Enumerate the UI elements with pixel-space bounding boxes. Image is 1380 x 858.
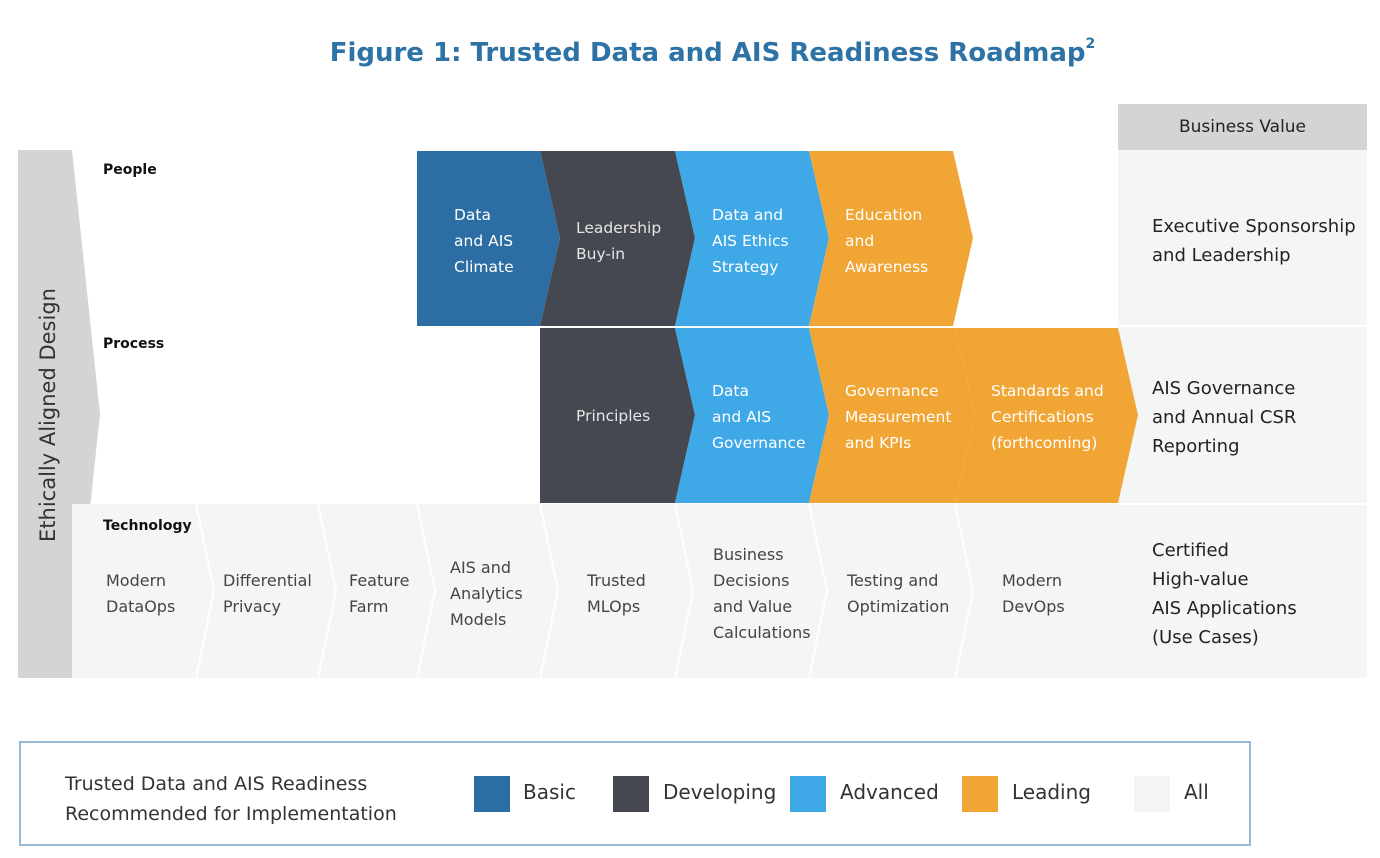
technology-step-5-text: Trusted MLOps — [587, 571, 646, 616]
figure-title-text: Figure 1: Trusted Data and AIS Readiness… — [329, 38, 1086, 68]
legend-label-advanced: Advanced — [840, 780, 939, 804]
legend-label-basic: Basic — [523, 780, 576, 804]
tech-separator — [954, 503, 975, 679]
process-chevron-3 — [809, 328, 975, 503]
legend-swatch-leading — [962, 776, 998, 812]
legend-label-leading: Leading — [1012, 780, 1091, 804]
tech-separator — [317, 503, 338, 679]
tech-separator — [195, 503, 216, 679]
figure-title: Figure 1: Trusted Data and AIS Readiness… — [0, 36, 1380, 68]
process-step-2-text: Data and AIS Governance — [712, 382, 806, 452]
people-step-4-text: Education and Awareness — [845, 206, 929, 276]
process-step-3-text: Governance Measurement and KPIs — [845, 382, 952, 452]
people-step-2-text: Leadership Buy-in — [576, 219, 662, 263]
technology-step-8-text: Modern DevOps — [1002, 571, 1065, 616]
legend-swatch-basic — [474, 776, 510, 812]
technology-step-3-text: Feature Farm — [349, 571, 410, 616]
people-step-1-text: Data and AIS Climate — [454, 206, 514, 276]
legend-swatch-advanced — [790, 776, 826, 812]
technology-step-4-text: AIS and Analytics Models — [450, 558, 523, 629]
business-value-technology: Certified High-value AIS Applications (U… — [1152, 540, 1297, 648]
legend-caption: Trusted Data and AIS Readiness Recommend… — [65, 773, 397, 825]
technology-row-band — [72, 504, 1120, 678]
tech-separator — [674, 503, 695, 679]
people-chevron-1 — [417, 151, 560, 326]
legend-swatch-developing — [613, 776, 649, 812]
ethically-aligned-design-label: Ethically Aligned Design — [36, 288, 60, 542]
business-value-process: AIS Governance and Annual CSR Reporting — [1152, 378, 1297, 457]
tech-separator — [808, 503, 829, 679]
technology-step-7-text: Testing and Optimization — [847, 571, 950, 616]
process-chevron-1 — [540, 328, 695, 503]
business-value-people: Executive Sponsorship and Leadership — [1152, 216, 1356, 266]
technology-step-1-text: Modern DataOps — [106, 571, 176, 616]
legend-label-all: All — [1184, 780, 1209, 804]
process-step-4-text: Standards and Certifications (forthcomin… — [991, 382, 1104, 452]
legend-label-developing: Developing — [663, 780, 777, 804]
people-chevron-4 — [809, 151, 973, 326]
tech-separator — [416, 503, 437, 679]
technology-step-6-text: Business Decisions and Value Calculation… — [713, 545, 811, 642]
people-chevron-2 — [540, 151, 695, 326]
technology-separators — [195, 503, 975, 679]
title-footnote-marker: 2 — [1085, 36, 1096, 52]
process-chevron-4 — [955, 328, 1138, 503]
people-step-3-text: Data and AIS Ethics Strategy — [712, 206, 789, 276]
row-label-process: Process — [103, 336, 165, 352]
business-value-header: Business Value — [1118, 104, 1367, 150]
row-label-people: People — [103, 162, 157, 178]
legend: Trusted Data and AIS Readiness Recommend… — [19, 741, 1251, 846]
process-step-1-text: Principles — [576, 407, 651, 425]
process-chevron-2 — [675, 328, 829, 503]
people-chevron-3 — [675, 151, 829, 326]
technology-step-2-text: Differential Privacy — [223, 571, 312, 616]
tech-separator — [539, 503, 560, 679]
row-label-technology: Technology — [103, 518, 192, 534]
legend-swatch-all — [1134, 776, 1170, 812]
business-value-panel — [1118, 150, 1367, 678]
